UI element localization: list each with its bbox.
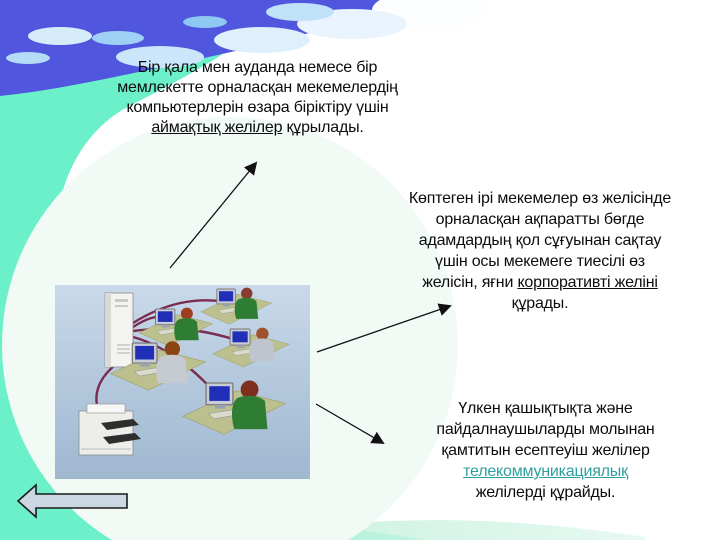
text-line: Бір қала мен ауданда немесе бір [80,58,435,78]
back-button[interactable] [10,478,140,524]
text-line: құрады. [370,293,710,314]
text-segment: компьютерлерін өзара біріктіру үшін [126,99,389,116]
text-segment: пайдалнаушыларды молынан [436,421,655,438]
network-clipart [55,285,310,479]
text-segment: Көптеген ірі мекемелер өз желісінде [408,190,672,207]
text-line: телекоммуникациялық [388,461,703,482]
text-segment: Бір қала мен ауданда немесе бір [137,59,378,76]
workstation-icon [110,341,207,391]
text-block-regional: Бір қала мен ауданда немесе бір мемлекетт… [80,58,435,138]
text-segment: Үлкен қашықтықта және [458,400,633,417]
workstation-icon [138,307,214,347]
text-segment: желісін, яғни [422,274,518,291]
cloud-shapes [6,0,488,68]
text-segment: құрады. [511,295,569,312]
text-line: мемлекетте орналасқан мекемелердің [80,78,435,98]
text-line: Көптеген ірі мекемелер өз желісінде [370,188,710,209]
text-segment: желілерді құрайды. [475,484,616,501]
printer-icon [78,403,141,456]
text-line: орналасқан ақпаратты бөгде [370,209,710,230]
workstation-icon [200,287,273,325]
text-block-corporate: Көптеген ірі мекемелер өз желісінде орнал… [370,188,710,314]
server-icon [104,292,134,368]
text-segment: үшін осы мекемеге тиесілі өз [435,253,645,270]
text-line: желілерді құрайды. [388,482,703,503]
text-segment: аймақтық желілер [151,119,283,136]
text-line: үшін осы мекемеге тиесілі өз [370,251,710,272]
workstation-icon [182,380,287,435]
workstation-icon [212,327,290,368]
text-line: пайдалнаушыларды молынан [388,419,703,440]
text-segment: құрылады. [282,119,364,136]
text-line: адамдардың қол сұғуынан сақтау [370,230,710,251]
left-arrow-icon [16,483,128,519]
text-segment: орналасқан ақпаратты бөгде [435,211,645,228]
text-segment: адамдардың қол сұғуынан сақтау [418,232,662,249]
text-line: қамтитын есептеуіш желілер [388,440,703,461]
text-segment: корпоративті желіні [517,274,658,291]
text-line: Үлкен қашықтықта және [388,398,703,419]
text-line: компьютерлерін өзара біріктіру үшін [80,98,435,118]
text-line: аймақтық желілер құрылады. [80,118,435,138]
text-segment: мемлекетте орналасқан мекемелердің [117,79,398,96]
text-line: желісін, яғни корпоративті желіні [370,272,710,293]
text-segment: қамтитын есептеуіш желілер [441,442,650,459]
telecom-link[interactable]: телекоммуникациялық [463,463,628,480]
text-block-telecom: Үлкен қашықтықта және пайдалнаушыларды мо… [388,398,703,503]
